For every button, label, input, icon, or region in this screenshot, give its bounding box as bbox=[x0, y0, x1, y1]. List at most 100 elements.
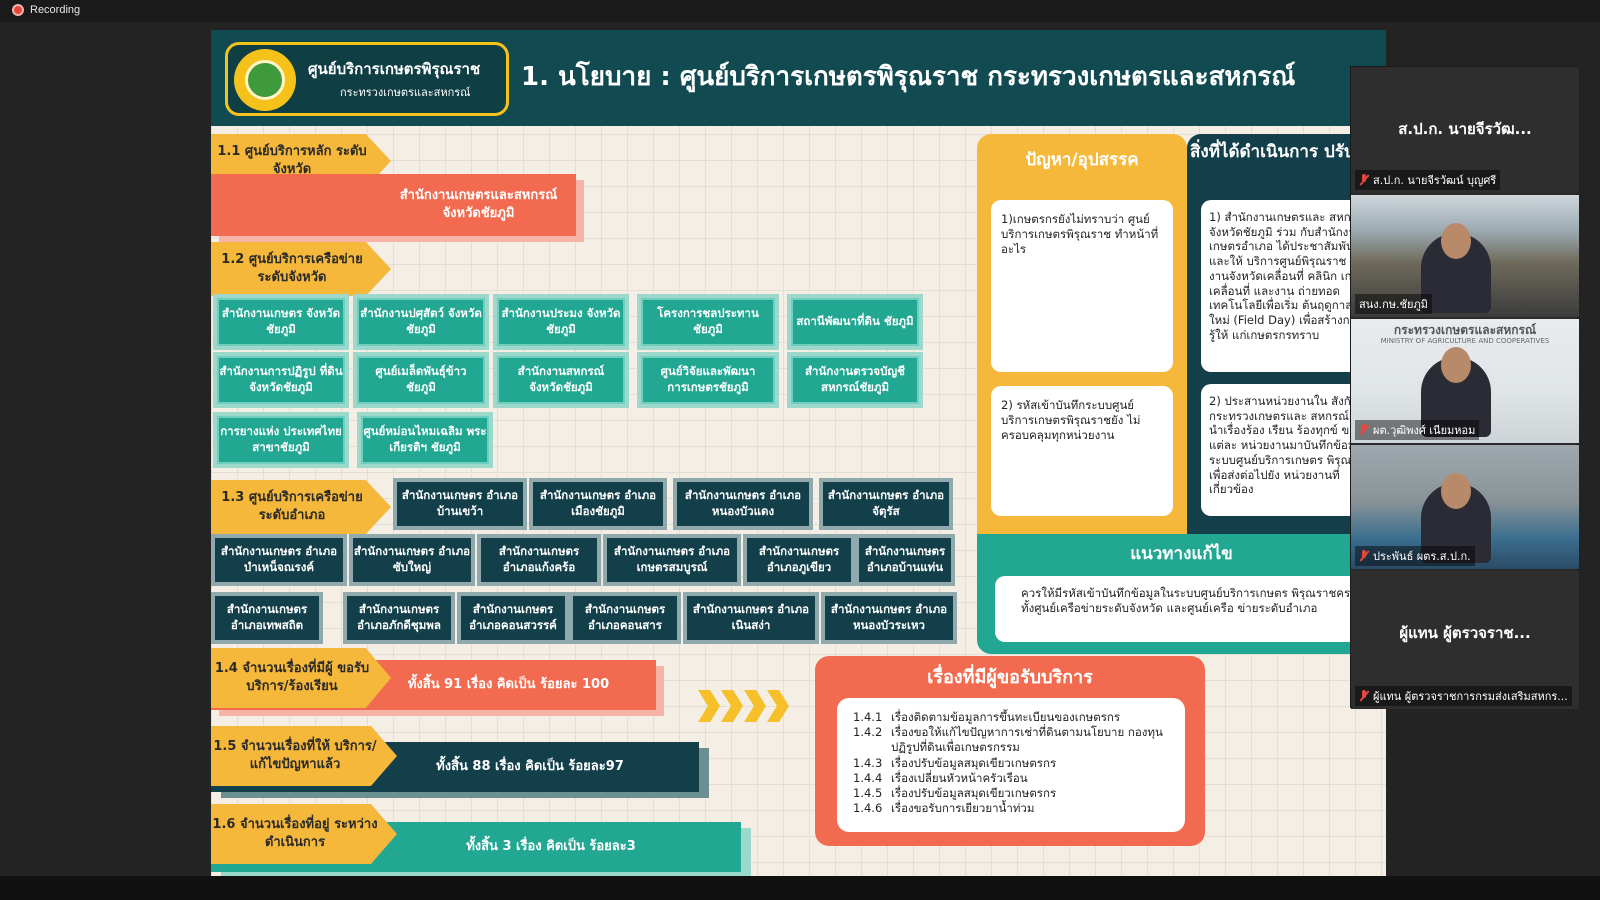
section-1-4-label: 1.4 จำนวนเรื่องที่มีผู้ ขอรับบริการ/ร้อง… bbox=[211, 648, 391, 708]
requests-panel: เรื่องที่มีผู้ขอรับบริการ 1.4.1 เรื่องติด… bbox=[815, 656, 1205, 846]
participant-tile[interactable]: ผู้แทน ผู้ตรวจราช... ผู้แทน ผู้ตรวจราชการ… bbox=[1351, 571, 1579, 709]
district-office-box: สำนักงานเกษตร อำเภอบำเหน็จณรงค์ bbox=[211, 534, 347, 586]
request-text: เรื่องเปลี่ยนหัวหน้าครัวเรือน bbox=[891, 770, 1028, 785]
logo-title: ศูนย์บริการเกษตรพิรุณราช bbox=[308, 60, 481, 78]
mic-off-icon bbox=[1359, 550, 1369, 562]
avatar bbox=[1441, 347, 1471, 383]
request-text: เรื่องติดตามข้อมูลการขึ้นทะเบียนของเกษตร… bbox=[891, 710, 1121, 724]
participant-tile[interactable]: ประพันธ์ ผตร.ส.ป.ก. bbox=[1351, 445, 1579, 569]
participant-tile[interactable]: กระทรวงเกษตรและสหกรณ์MINISTRY OF AGRICUL… bbox=[1351, 319, 1579, 443]
network-office-box: สำนักงานเกษตร จังหวัดชัยภูมิ bbox=[213, 294, 349, 350]
section-1-1-office: สำนักงานเกษตรและสหกรณ์ จังหวัดชัยภูมิ bbox=[211, 174, 576, 236]
participant-tile[interactable]: ส.ป.ก. นายจีรวัฒ... ส.ป.ก. นายจีรวัฒน์ บุ… bbox=[1351, 67, 1579, 193]
participant-label: ประพันธ์ ผตร.ส.ป.ก. bbox=[1355, 546, 1475, 566]
participant-display-name: ส.ป.ก. นายจีรวัฒ... bbox=[1398, 120, 1532, 138]
network-office-box: สำนักงานประมง จังหวัดชัยภูมิ bbox=[493, 294, 629, 350]
slide-header: ศูนย์บริการเกษตรพิรุณราช กระทรวงเกษตรและ… bbox=[211, 30, 1386, 126]
background-caption-en: MINISTRY OF AGRICULTURE AND COOPERATIVES bbox=[1380, 337, 1550, 345]
request-text: เรื่องปรับข้อมูลสมุดเขียวเกษตรกร bbox=[891, 755, 1057, 770]
record-icon bbox=[12, 4, 24, 16]
chevron-icon bbox=[698, 690, 720, 722]
district-office-box: สำนักงานเกษตร อำเภอคอนสาร bbox=[569, 592, 681, 644]
network-office-box: สถานีพัฒนาที่ดิน ชัยภูมิ bbox=[787, 294, 923, 350]
section-1-3-label: 1.3 ศูนย์บริการเครือข่าย ระดับอำเภอ bbox=[211, 480, 391, 534]
bottom-bar bbox=[0, 876, 1600, 900]
mic-off-icon bbox=[1359, 424, 1369, 436]
district-office-box: สำนักงานเกษตร อำเภอบ้านแท่น bbox=[855, 534, 955, 586]
district-office-box: สำนักงานเกษตร อำเภอภักดีชุมพล bbox=[343, 592, 455, 644]
participant-label: ผู้แทน ผู้ตรวจราชการกรมส่งเสริมสหกร... bbox=[1355, 686, 1572, 706]
network-office-box: ศูนย์วิจัยและพัฒนา การเกษตรชัยภูมิ bbox=[637, 352, 779, 408]
request-number: 1.4.1 bbox=[853, 710, 883, 724]
chevron-icon bbox=[721, 690, 743, 722]
solution-title: แนวทางแก้ไข bbox=[1130, 544, 1233, 564]
section-1-6-label: 1.6 จำนวนเรื่องที่อยู่ ระหว่างดำเนินการ bbox=[211, 804, 397, 864]
district-office-box: สำนักงานเกษตร อำเภอบ้านเขว้า bbox=[393, 478, 527, 530]
problems-title: ปัญหา/อุปสรรค bbox=[1025, 150, 1139, 170]
request-item: 1.4.6 เรื่องขอรับการเยียวยาน้ำท่วม bbox=[853, 801, 1169, 816]
network-office-box: สำนักงานปศุสัตว์ จังหวัดชัยภูมิ bbox=[353, 294, 489, 350]
network-office-box: ศูนย์หม่อนไหมเฉลิม พระเกียรติฯ ชัยภูมิ bbox=[357, 412, 493, 468]
mic-off-icon bbox=[1359, 174, 1369, 186]
district-office-box: สำนักงานเกษตร อำเภอหนองบัวแดง bbox=[673, 478, 813, 530]
district-office-box: สำนักงานเกษตร อำเภอคอนสวรรค์ bbox=[457, 592, 569, 644]
participant-name: ผู้แทน ผู้ตรวจราชการกรมส่งเสริมสหกร... bbox=[1373, 690, 1568, 703]
participants-panel[interactable]: ส.ป.ก. นายจีรวัฒ... ส.ป.ก. นายจีรวัฒน์ บุ… bbox=[1350, 66, 1579, 709]
request-item: 1.4.1 เรื่องติดตามข้อมูลการขึ้นทะเบียนของ… bbox=[853, 710, 1169, 725]
recording-label: Recording bbox=[30, 4, 81, 16]
shared-slide: ศูนย์บริการเกษตรพิรุณราช กระทรวงเกษตรและ… bbox=[211, 30, 1386, 876]
request-text: เรื่องปรับข้อมูลสมุดเขียวเกษตรกร bbox=[891, 785, 1057, 800]
district-office-box: สำนักงานเกษตร อำเภอซับใหญ่ bbox=[349, 534, 475, 586]
network-office-box: สำนักงานการปฏิรูป ที่ดินจังหวัดชัยภูมิ bbox=[213, 352, 349, 408]
network-office-box: การยางแห่ง ประเทศไทย สาขาชัยภูมิ bbox=[213, 412, 349, 468]
network-office-box: สำนักงานตรวจบัญชี สหกรณ์ชัยภูมิ bbox=[787, 352, 923, 408]
request-text: เรื่องขอรับการเยียวยาน้ำท่วม bbox=[891, 801, 1035, 816]
request-item: 1.4.2 เรื่องขอให้แก้ไขปัญหาการเช่าที่ดินต… bbox=[853, 725, 1169, 755]
request-number: 1.4.3 bbox=[853, 755, 883, 770]
participant-display-name: ผู้แทน ผู้ตรวจราช... bbox=[1399, 624, 1531, 642]
section-1-5-label: 1.5 จำนวนเรื่องที่ให้ บริการ/แก้ไขปัญหาแ… bbox=[211, 726, 397, 786]
participant-name: ส.ป.ก. นายจีรวัฒน์ บุญศรี bbox=[1373, 174, 1497, 187]
district-office-box: สำนักงานเกษตร อำเภอเนินสง่า bbox=[683, 592, 819, 644]
network-office-box: สำนักงานสหกรณ์ จังหวัดชัยภูมิ bbox=[493, 352, 629, 408]
chevron-icon bbox=[744, 690, 766, 722]
solution-panel: แนวทางแก้ไข ควรให้มีรหัสเข้าบันทึกข้อมูล… bbox=[977, 534, 1386, 654]
request-item: 1.4.4 เรื่องเปลี่ยนหัวหน้าครัวเรือน bbox=[853, 771, 1169, 786]
center-logo: ศูนย์บริการเกษตรพิรุณราช กระทรวงเกษตรและ… bbox=[225, 42, 509, 116]
request-text: เรื่องขอให้แก้ไขปัญหาการเช่าที่ดินตามนโย… bbox=[891, 725, 1163, 755]
request-item: 1.4.5 เรื่องปรับข้อมูลสมุดเขียวเกษตรกร bbox=[853, 786, 1169, 801]
problem-card-2: 2) รหัสเข้าบันทึกระบบศูนย์ บริการเกษตรพิ… bbox=[991, 386, 1173, 516]
avatar bbox=[1441, 473, 1471, 509]
avatar bbox=[1441, 223, 1471, 259]
solution-text: ควรให้มีรหัสเข้าบันทึกข้อมูลในระบบศูนย์บ… bbox=[995, 576, 1386, 642]
participant-name: สนง.กษ.ชัยภูมิ bbox=[1359, 298, 1428, 311]
participant-tile[interactable]: สนง.กษ.ชัยภูมิ bbox=[1351, 195, 1579, 317]
problems-panel: ปัญหา/อุปสรรค 1)เกษตรกรยังไม่ทราบว่า ศูน… bbox=[977, 134, 1187, 534]
mic-off-icon bbox=[1359, 690, 1369, 702]
network-office-box: ศูนย์เมล็ดพันธุ์ข้าว ชัยภูมิ bbox=[353, 352, 489, 408]
recording-indicator[interactable]: Recording bbox=[12, 4, 80, 16]
district-office-box: สำนักงานเกษตร อำเภอเมืองชัยภูมิ bbox=[529, 478, 667, 530]
participant-name: ผต.วุฒิพงศ์ เนียมหอม bbox=[1373, 424, 1476, 437]
background-caption: กระทรวงเกษตรและสหกรณ์ bbox=[1393, 323, 1537, 337]
participant-label: ผต.วุฒิพงศ์ เนียมหอม bbox=[1355, 420, 1480, 440]
actions-title: สิ่งที่ได้ดำเนินการ ปรับปรุง bbox=[1190, 142, 1383, 162]
chevron-icon bbox=[767, 690, 789, 722]
participant-name: ประพันธ์ ผตร.ส.ป.ก. bbox=[1373, 550, 1471, 563]
slide-title: 1. นโยบาย : ศูนย์บริการเกษตรพิรุณราช กระ… bbox=[521, 62, 1296, 92]
request-number: 1.4.4 bbox=[853, 770, 883, 785]
request-number: 1.4.2 bbox=[853, 725, 883, 740]
request-item: 1.4.3 เรื่องปรับข้อมูลสมุดเขียวเกษตรกร bbox=[853, 756, 1169, 771]
network-office-box: โครงการชลประทาน ชัยภูมิ bbox=[637, 294, 779, 350]
rain-logo-icon bbox=[234, 49, 296, 111]
logo-subtitle: กระทรวงเกษตรและสหกรณ์ bbox=[340, 86, 471, 99]
request-number: 1.4.5 bbox=[853, 785, 883, 800]
requests-list: 1.4.1 เรื่องติดตามข้อมูลการขึ้นทะเบียนของ… bbox=[837, 698, 1185, 832]
requests-title: เรื่องที่มีผู้ขอรับบริการ bbox=[927, 667, 1093, 688]
district-office-box: สำนักงานเกษตร อำเภอเกษตรสมบูรณ์ bbox=[603, 534, 741, 586]
request-number: 1.4.6 bbox=[853, 801, 883, 816]
section-1-2-label: 1.2 ศูนย์บริการเครือข่าย ระดับจังหวัด bbox=[211, 242, 391, 296]
top-bar: Recording bbox=[0, 0, 1600, 22]
district-office-box: สำนักงานเกษตร อำเภอภูเขียว bbox=[743, 534, 855, 586]
